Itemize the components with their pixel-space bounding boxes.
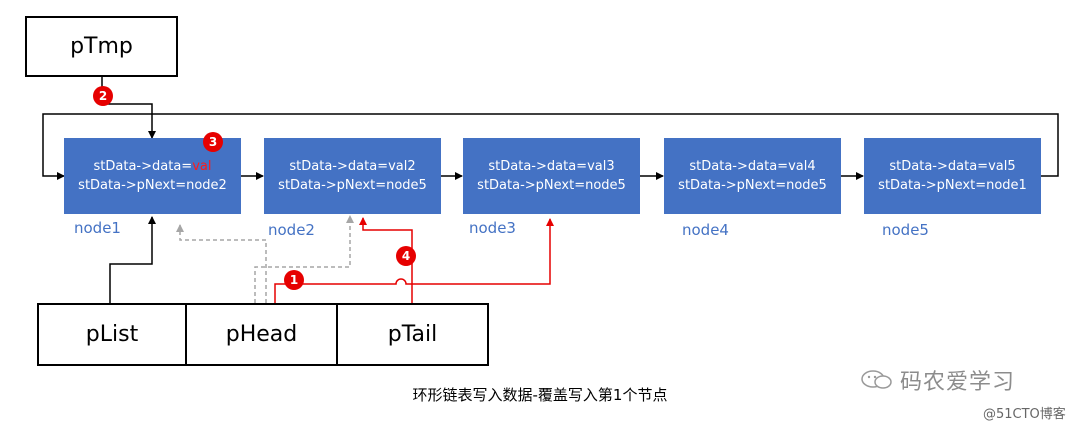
- node5-data-line: stData->data=val5: [889, 159, 1016, 174]
- node5-label: node5: [882, 221, 929, 239]
- step-badge-1: 1: [284, 270, 304, 290]
- ptmp-arrow: [101, 77, 156, 139]
- ptail-previous-arrow: [176, 224, 267, 303]
- watermark-sub: @51CTO博客: [983, 407, 1066, 422]
- node4-data-value: val4: [788, 159, 816, 174]
- node4-label: node4: [682, 221, 729, 239]
- ring-wrap-arrow: [42, 113, 1059, 180]
- diagram-caption: 环形链表写入数据-覆盖写入第1个节点: [412, 386, 668, 404]
- node1-data-line: stData->data=val: [93, 159, 212, 174]
- step-badge-3: 3: [203, 132, 223, 152]
- plist-label: pList: [85, 322, 139, 347]
- node2-data-line: stData->data=val2: [289, 159, 416, 174]
- node5-next-line: stData->pNext=node1: [878, 178, 1027, 193]
- ptail-new-arrow: [359, 217, 413, 303]
- node3-data-value: val3: [587, 159, 615, 174]
- node4-next-line: stData->pNext=node5: [678, 178, 827, 193]
- node1-label: node1: [74, 219, 121, 237]
- ptmp-box: pTmp: [25, 16, 178, 77]
- node1-next-line: stData->pNext=node2: [78, 178, 227, 193]
- node3-label: node3: [469, 219, 516, 237]
- node4-data-line: stData->data=val4: [689, 159, 816, 174]
- node2-next-line: stData->pNext=node5: [278, 178, 427, 193]
- node5-data-value: val5: [988, 159, 1016, 174]
- plist-box: pList: [37, 303, 187, 366]
- ptail-box: pTail: [336, 303, 489, 366]
- node2-data-value: val2: [388, 159, 416, 174]
- node3-box: stData->data=val3 stData->pNext=node5: [463, 138, 640, 214]
- ptail-label: pTail: [387, 322, 438, 347]
- node5-box: stData->data=val5 stData->pNext=node1: [864, 138, 1041, 214]
- node2-box: stData->data=val2 stData->pNext=node5: [264, 138, 441, 214]
- node2-label: node2: [268, 221, 315, 239]
- phead-box: pHead: [185, 303, 338, 366]
- plist-arrow: [109, 216, 156, 303]
- node4-box: stData->data=val4 stData->pNext=node5: [664, 138, 841, 214]
- watermark-main: 码农爱学习: [900, 370, 1016, 395]
- step-badge-4: 4: [396, 246, 416, 266]
- ptmp-label: pTmp: [70, 34, 133, 59]
- node1-data-value: val: [192, 159, 212, 174]
- node3-next-line: stData->pNext=node5: [477, 178, 626, 193]
- node3-data-line: stData->data=val3: [488, 159, 615, 174]
- phead-previous-arrow: [254, 215, 354, 303]
- phead-label: pHead: [225, 322, 298, 347]
- wechat-logo-icon: [861, 370, 892, 389]
- phead-new-arrow: [274, 218, 554, 303]
- step-badge-2: 2: [93, 86, 113, 106]
